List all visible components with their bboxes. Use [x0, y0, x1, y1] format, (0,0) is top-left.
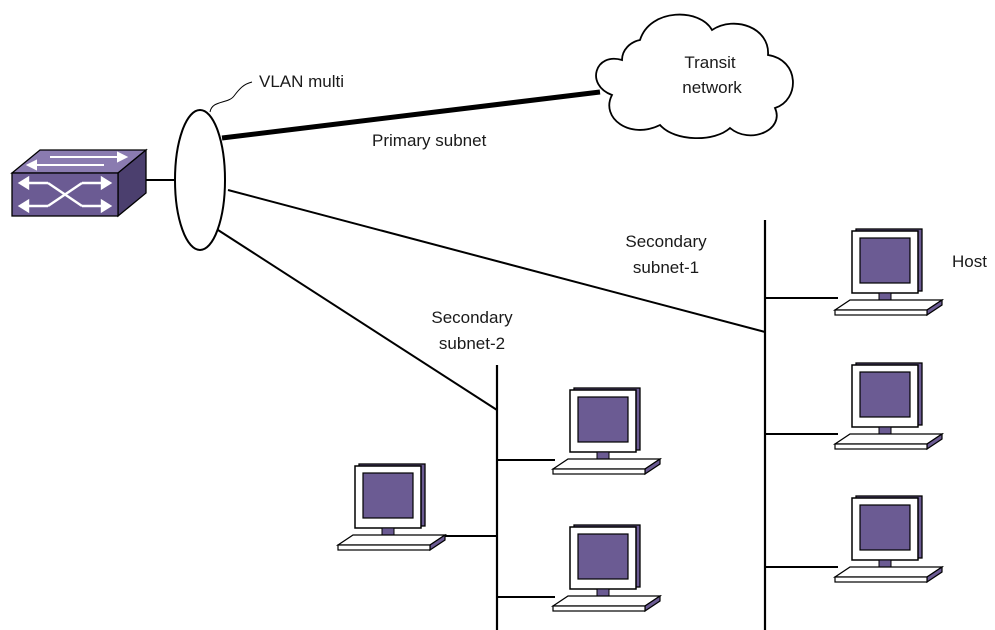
host-label: Host: [952, 252, 987, 271]
vlan-ellipse: [174, 109, 226, 251]
secondary-subnet-2-label-line2: subnet-2: [439, 334, 505, 353]
transit-network-label-line1: Transit: [684, 53, 736, 72]
desktop-computer-icon: [337, 463, 446, 551]
network-switch-icon: [10, 148, 148, 218]
primary-subnet-link: [221, 89, 601, 141]
transit-network-label-line2: network: [682, 78, 742, 97]
primary-subnet-label: Primary subnet: [372, 131, 487, 150]
secondary-subnet-1-label-line1: Secondary: [625, 232, 707, 251]
desktop-computer-icon: [552, 524, 661, 612]
desktop-computer-icon: [834, 362, 943, 450]
vlan-label: VLAN multi: [259, 72, 344, 91]
cloud-icon: [595, 13, 794, 140]
secondary-subnet-1-link: [227, 189, 766, 333]
secondary-subnet-2-link: [217, 229, 498, 411]
desktop-computer-icon: [834, 228, 943, 316]
desktop-computer-icon: [834, 495, 943, 583]
secondary-subnet-2-label-line1: Secondary: [431, 308, 513, 327]
secondary-subnet-1-label-line2: subnet-1: [633, 258, 699, 277]
vlan-leader-line: [209, 81, 253, 113]
desktop-computer-icon: [552, 387, 661, 475]
